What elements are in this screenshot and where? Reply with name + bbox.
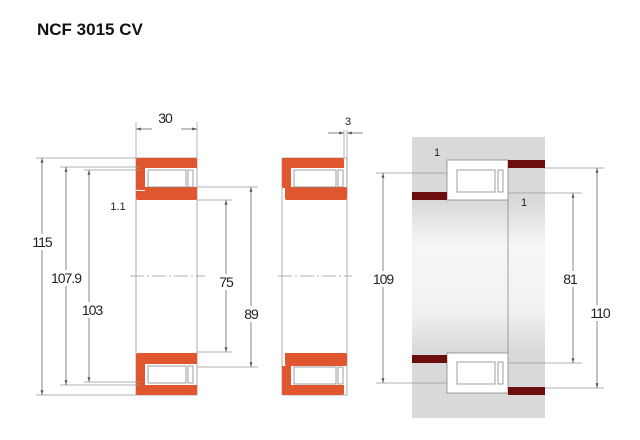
- housing-shoulder-bottom: [508, 387, 545, 395]
- bore-label: 75: [219, 274, 234, 290]
- mounting-view: 109 81 110 1 1: [369, 137, 613, 418]
- width-label: 30: [158, 110, 173, 126]
- inner-diameter-label: 89: [244, 306, 259, 322]
- shaft-diameter-label: 81: [563, 271, 578, 287]
- shoulder-diameter-label: 110: [590, 305, 611, 321]
- bearing-side-view: 3: [278, 116, 363, 396]
- shaft-shoulder-top: [412, 192, 447, 200]
- d2-label: 103: [82, 302, 104, 318]
- radius-top-label: 1: [434, 147, 440, 159]
- d1-label: 107.9: [51, 270, 82, 286]
- shaft-shoulder-bottom: [412, 355, 447, 363]
- radius-inner-label: 1: [521, 197, 527, 209]
- outer-diameter-label: 115: [32, 234, 53, 250]
- bearing-section-view: 30 115 107.9 103 75 89 1.1: [28, 110, 263, 396]
- offset-label: 3: [345, 116, 351, 128]
- housing-shoulder-top: [508, 160, 545, 168]
- page-title: NCF 3015 CV: [37, 20, 143, 39]
- chamfer-label: 1.1: [110, 201, 125, 213]
- housing-diameter-label: 109: [373, 271, 395, 287]
